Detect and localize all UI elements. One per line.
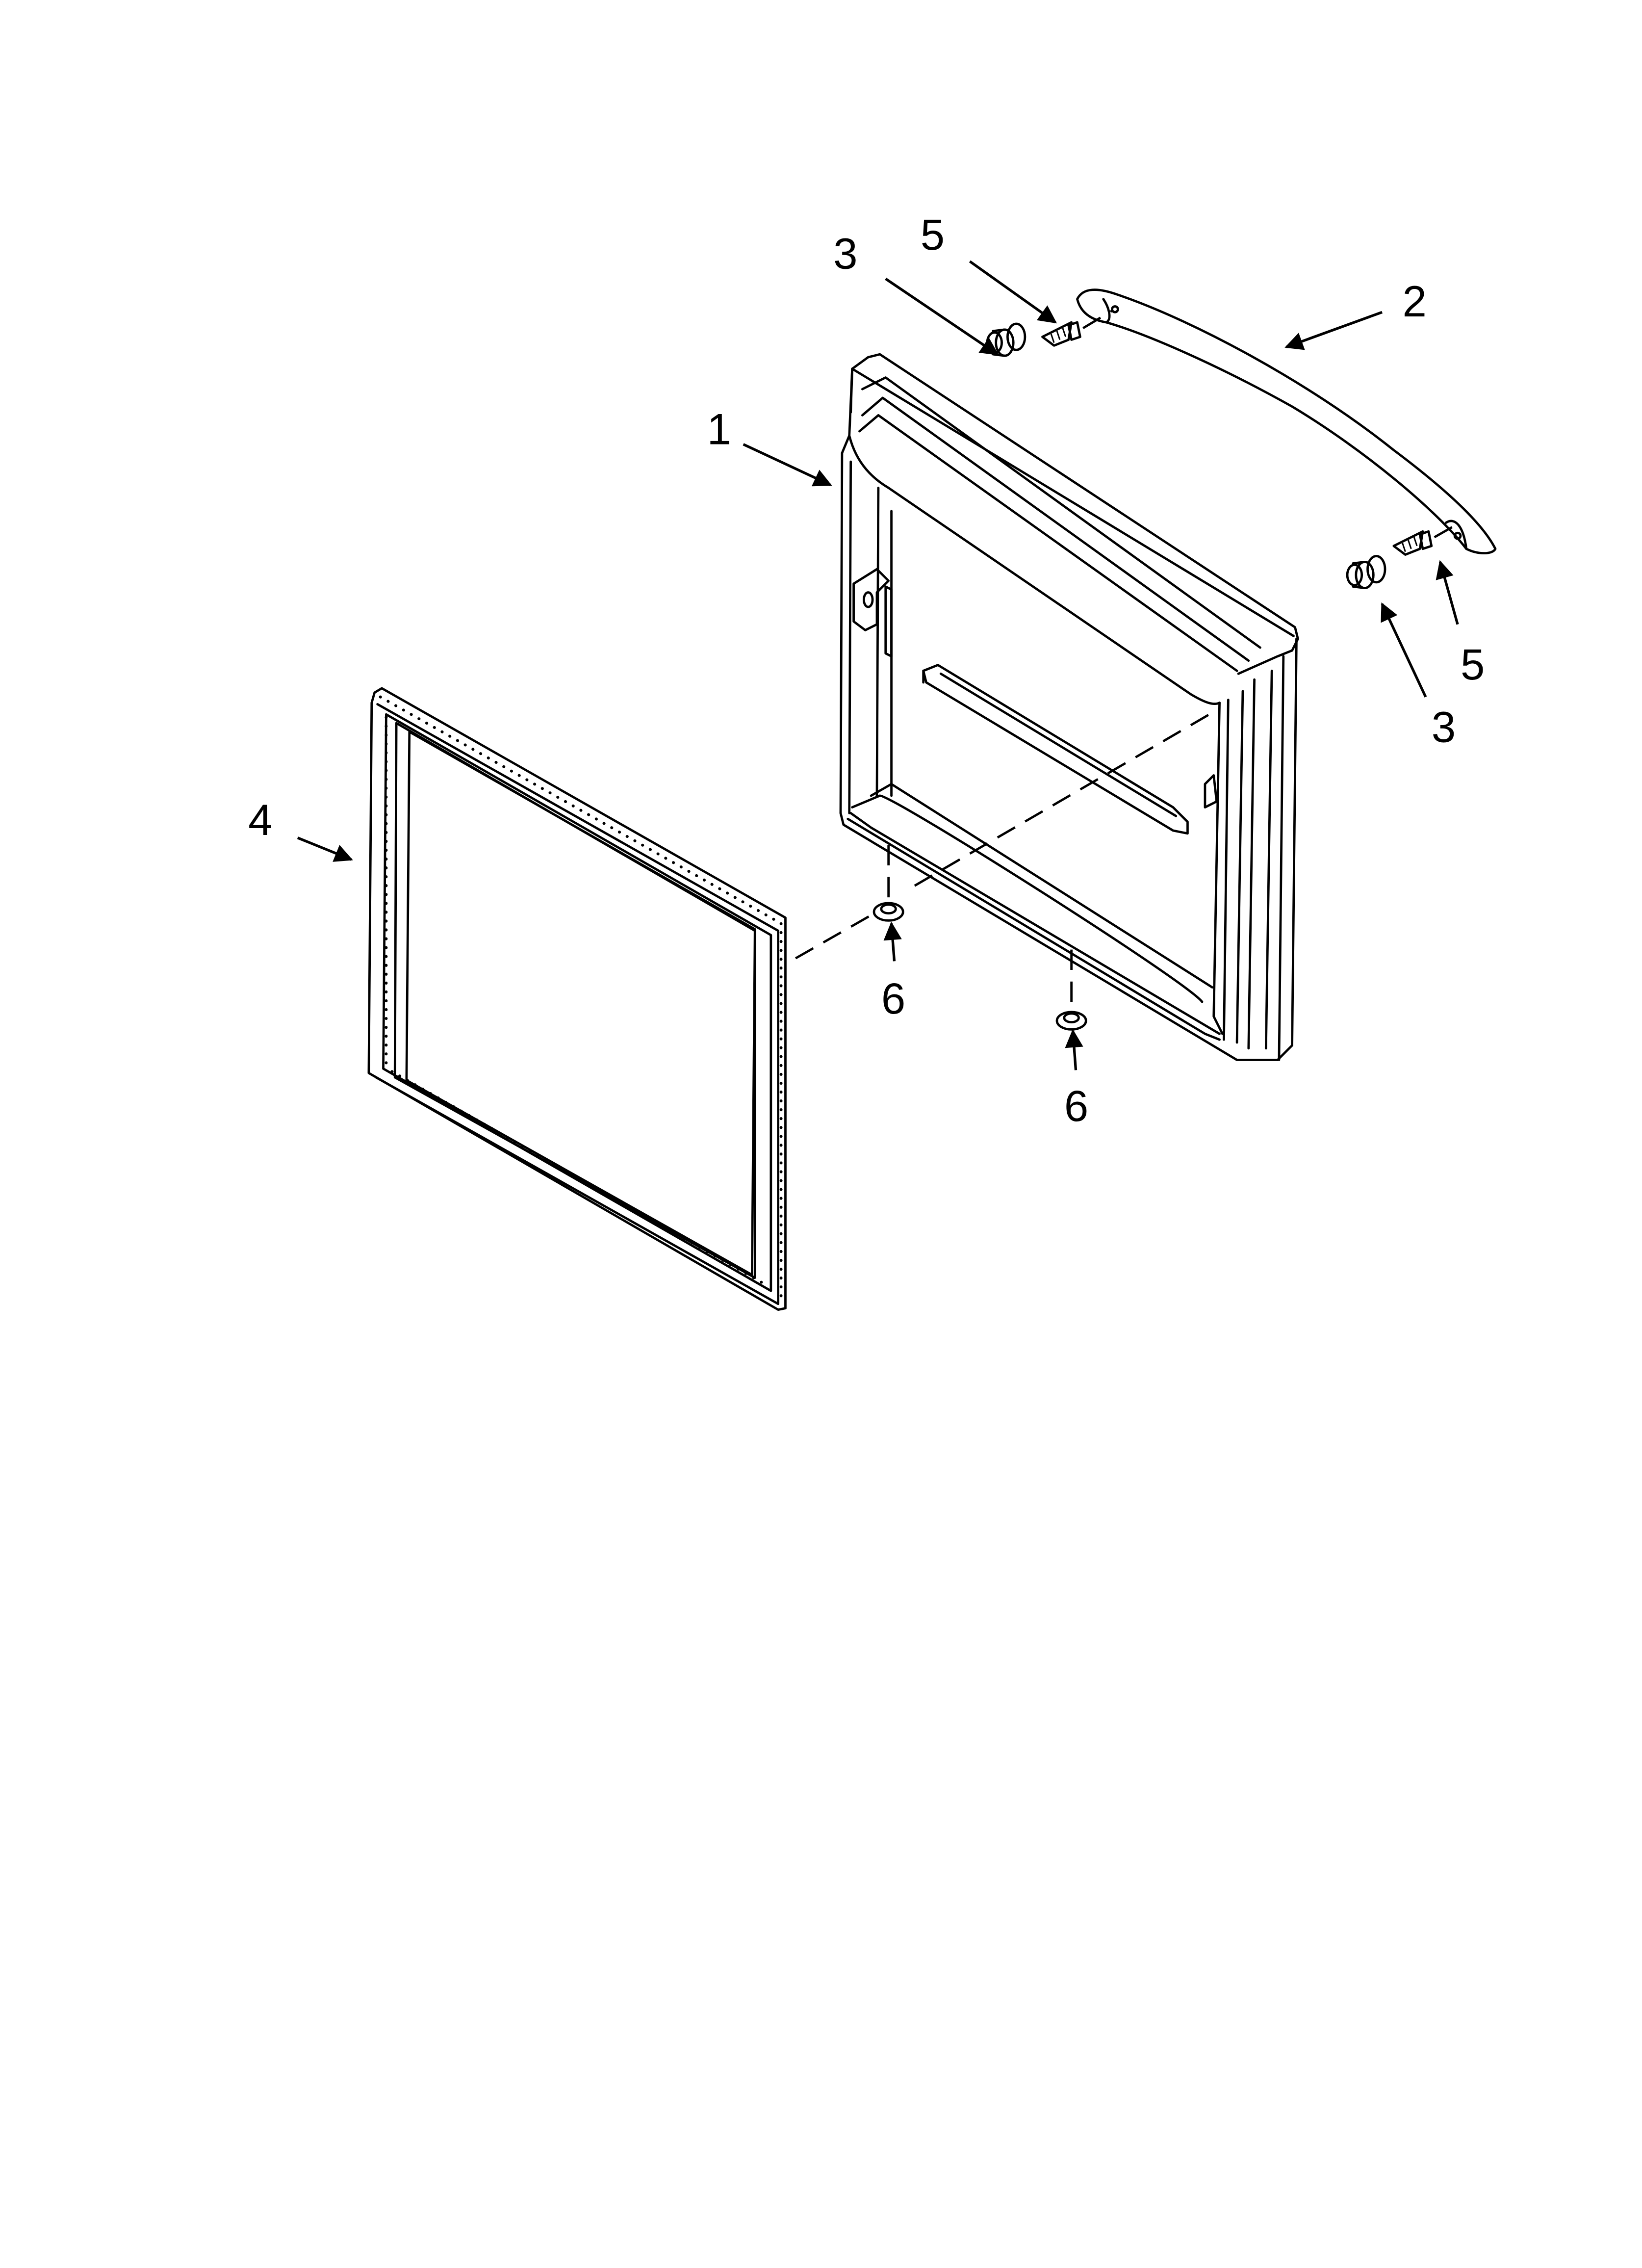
screw-lower[interactable]	[1392, 530, 1433, 556]
callout-arrow-3-upper	[885, 278, 999, 356]
callout-label-2: 2	[1403, 277, 1427, 326]
handle-part[interactable]	[1076, 288, 1497, 554]
screw-upper[interactable]	[1041, 321, 1081, 347]
callout-arrow-4	[297, 836, 353, 862]
door-gasket-part[interactable]	[367, 687, 787, 1311]
screw-lower-leader	[1434, 524, 1456, 539]
door-axis-leader-line	[914, 713, 1210, 887]
screw-upper-leader	[1082, 310, 1113, 329]
callout-label-4: 4	[248, 796, 272, 844]
callout-label-5-lower: 5	[1461, 640, 1485, 689]
callout-arrow-3-lower	[1381, 602, 1427, 698]
callout-arrow-6-right	[1065, 1029, 1083, 1070]
handle-stud-lower[interactable]	[1346, 555, 1386, 590]
gasket-leader-line	[795, 911, 878, 960]
callout-arrow-5-upper	[969, 260, 1057, 324]
callout-label-3-lower: 3	[1432, 703, 1456, 751]
callout-arrow-5-lower	[1436, 560, 1459, 625]
door-part[interactable]	[839, 353, 1299, 1061]
callout-label-6-right: 6	[1064, 1082, 1088, 1130]
callout-label-5-upper: 5	[921, 210, 945, 259]
callout-arrow-6-left	[883, 921, 902, 962]
callout-label-1: 1	[707, 405, 731, 454]
callout-arrow-1	[743, 443, 832, 487]
callout-label-6-left: 6	[881, 974, 905, 1023]
callout-label-3-upper: 3	[833, 230, 857, 278]
hinge-bushing-left[interactable]	[872, 902, 904, 922]
callout-arrow-2	[1284, 311, 1383, 350]
hinge-bushing-right[interactable]	[1055, 1011, 1087, 1031]
